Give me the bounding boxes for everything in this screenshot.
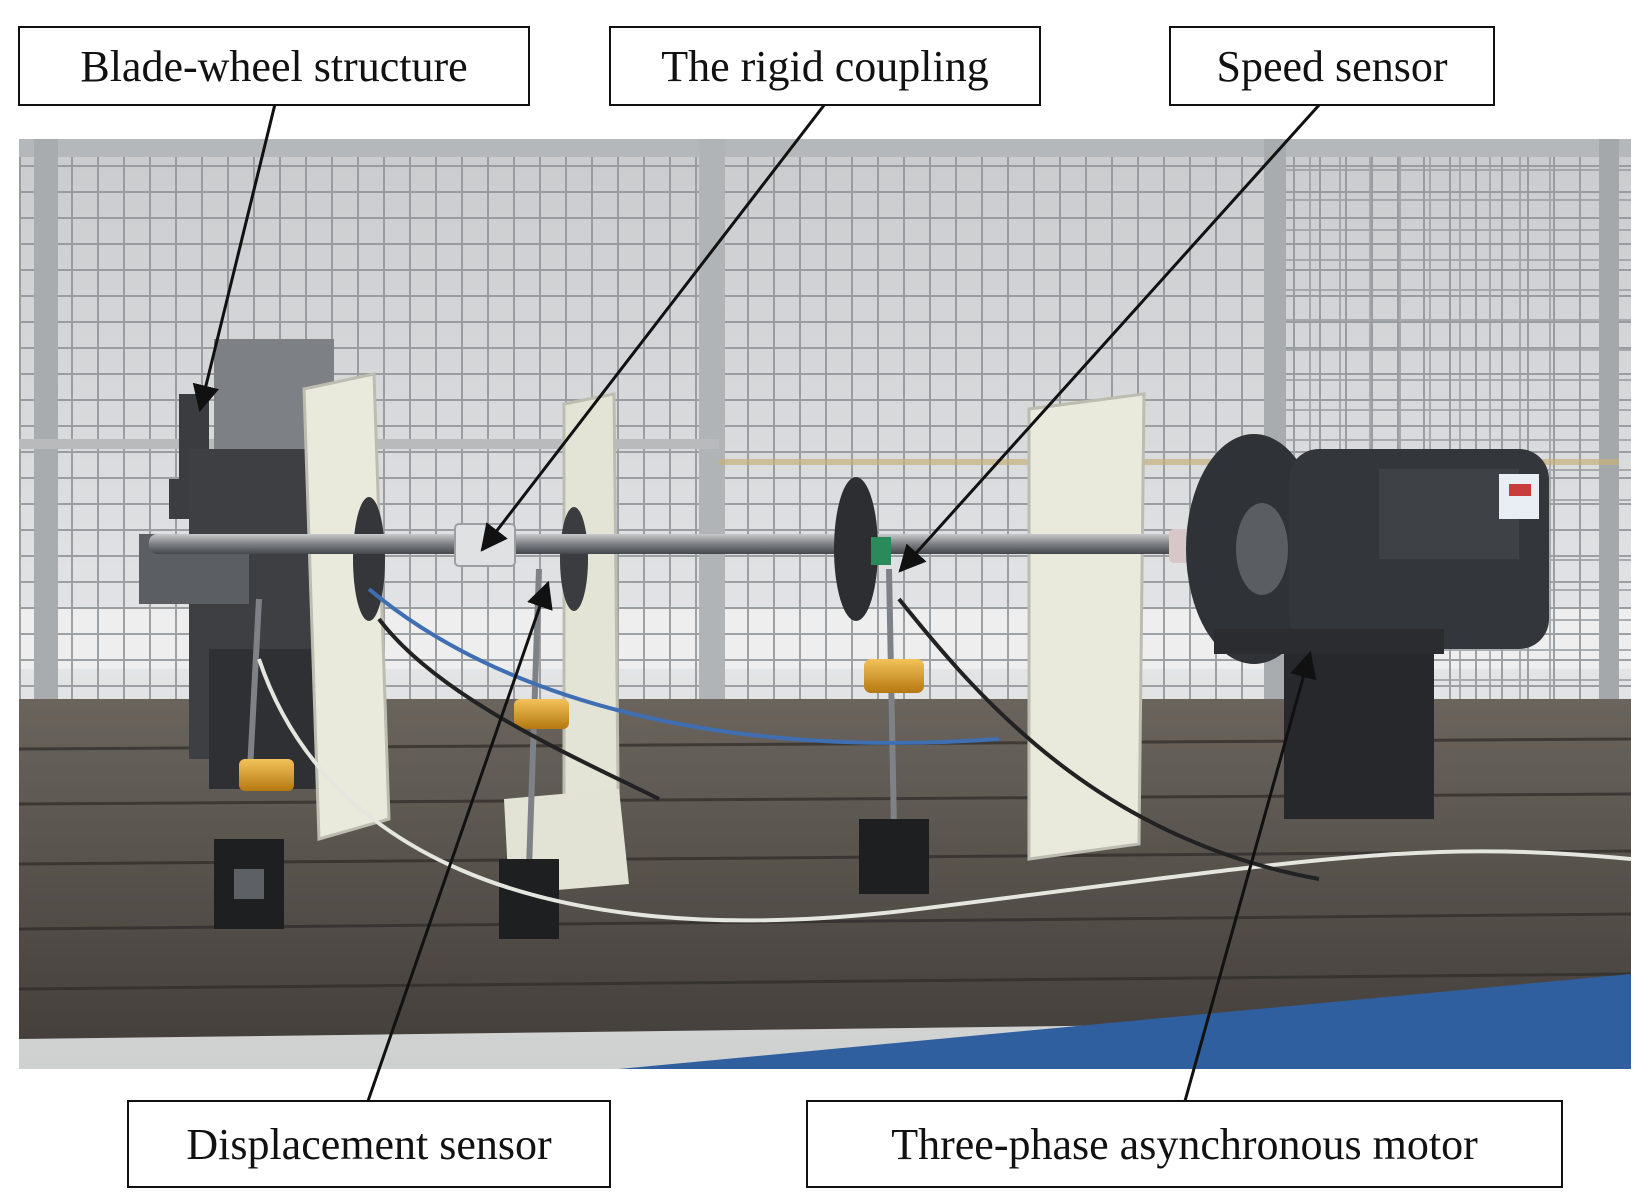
label-rigid-coupling: The rigid coupling <box>609 26 1041 106</box>
test-rig-photo <box>19 139 1631 1069</box>
label-three-phase-asynchronous-motor: Three-phase asynchronous motor <box>806 1100 1563 1188</box>
label-speed-sensor: Speed sensor <box>1169 26 1495 106</box>
label-blade-wheel-structure: Blade-wheel structure <box>18 26 530 106</box>
label-displacement-sensor: Displacement sensor <box>127 1100 611 1188</box>
